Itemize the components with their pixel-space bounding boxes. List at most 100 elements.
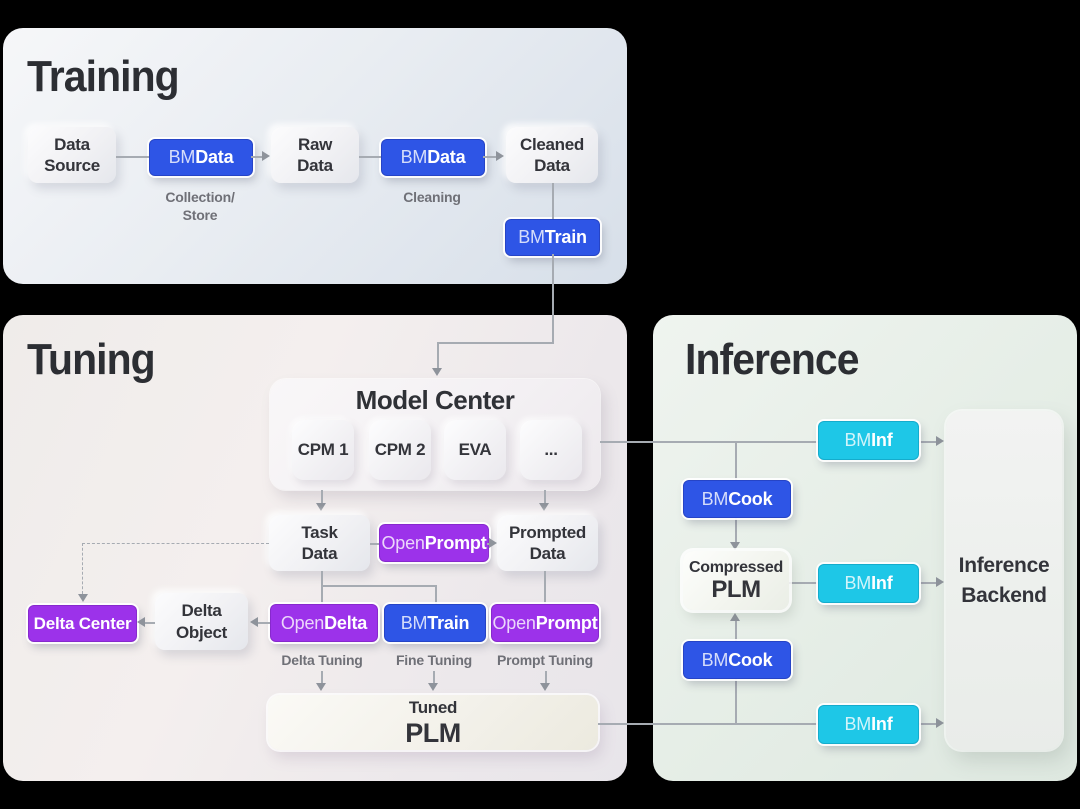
bmcook-top-suffix: Cook [728, 488, 773, 509]
connector-bmdata2-cleaned [483, 156, 496, 158]
inference-backend-node: Inference Backend [946, 411, 1062, 750]
openprompt-top-suffix: Prompt [424, 532, 487, 553]
connector-branch-bmtrain [435, 585, 437, 604]
connector-modelcenter-bminf [600, 441, 818, 443]
connector-bminf3-backend [917, 723, 936, 725]
bmtrain-2-prefix: BM [400, 612, 428, 633]
bminf-bottom-suffix: Inf [871, 714, 893, 734]
arrowhead-up-compressedplm [730, 613, 740, 621]
bmtrain-2-suffix: Train [427, 612, 470, 633]
connector-bmtrain-down [552, 254, 554, 343]
bmcook-bottom-suffix: Cook [728, 649, 773, 670]
arrowhead-bminf1-backend [936, 436, 944, 446]
bmcook-top-prefix: BM [701, 488, 729, 509]
connector-elbow-horizontal [437, 342, 554, 344]
bmtrain-1-prefix: BM [518, 227, 545, 247]
connector-rawdata-bmdata2 [359, 156, 381, 158]
connector-cleaned-bmtrain [552, 183, 554, 219]
arrowhead-to-prompteddata [489, 538, 497, 548]
arrowhead-to-taskdata [316, 503, 326, 511]
connector-opendelta-deltaobject [258, 622, 270, 624]
dashed-connector-vertical [82, 543, 83, 594]
bminf-top-prefix: BM [844, 430, 872, 450]
arrowhead-to-deltacenter-top [78, 594, 88, 602]
arrowhead-bminf2-backend [936, 577, 944, 587]
arrowhead-bminf3-backend [936, 718, 944, 728]
delta-tuning-label: Delta Tuning [281, 652, 363, 668]
connector-prompttuning-plm [545, 671, 547, 683]
compressed-plm-line1: Compressed [689, 558, 783, 576]
arrowhead-to-rawdata [262, 151, 270, 161]
bminf-top-suffix: Inf [871, 430, 893, 450]
fine-tuning-label: Fine Tuning [395, 652, 473, 668]
bminf-mid-prefix: BM [844, 573, 872, 593]
connector-tunedplm-bminf3 [598, 723, 818, 725]
connector-datasource-bmdata [116, 156, 149, 158]
bmdata-1-prefix: BM [168, 147, 196, 167]
arrowhead-to-deltaobject [250, 617, 258, 627]
bminf-bottom-prefix: BM [844, 714, 872, 734]
bmdata-2-suffix: Data [427, 147, 466, 167]
connector-line-bmcook1 [735, 441, 737, 480]
connector-taskdata-openprompt [370, 543, 379, 545]
prompted-data-node: Prompted Data [497, 515, 598, 571]
connector-bmdata-rawdata [251, 156, 264, 158]
arrowhead-to-cleaneddata [496, 151, 504, 161]
model-eva: EVA [444, 420, 506, 480]
opendelta-suffix: Delta [324, 612, 368, 633]
arrowhead-deltatuning [316, 683, 326, 691]
bmdata-1-suffix: Data [195, 147, 234, 167]
connector-bminf2-backend [917, 582, 936, 584]
connector-taskdata-opendelta [321, 571, 323, 604]
connector-bmcook2-compressed [735, 621, 737, 641]
task-data-node: Task Data [269, 515, 370, 571]
tuned-plm-line1: Tuned [408, 698, 458, 718]
cleaned-data-node: Cleaned Data [506, 127, 598, 183]
arrowhead-to-compressedplm [730, 542, 740, 550]
connector-prompted-openprompt2 [544, 571, 546, 604]
bminf-mid-suffix: Inf [871, 573, 893, 593]
connector-into-modelcenter [437, 342, 439, 368]
connector-bmcook1-compressed [735, 516, 737, 542]
data-source-node: Data Source [28, 127, 116, 183]
inference-title: Inference [685, 335, 860, 384]
connector-finetuning-plm [433, 671, 435, 683]
dashed-connector-horizontal [82, 543, 269, 544]
raw-data-node: Raw Data [271, 127, 359, 183]
arrowhead-to-modelcenter [432, 368, 442, 376]
model-cpm2: CPM 2 [369, 420, 431, 480]
tuned-plm-node: Tuned PLM [268, 695, 598, 750]
training-title: Training [27, 52, 180, 101]
model-more: ... [520, 420, 582, 480]
arrowhead-finetuning [428, 683, 438, 691]
compressed-plm-node: Compressed PLM [683, 551, 789, 610]
bmdata-2-prefix: BM [400, 147, 428, 167]
connector-mc-taskdata [321, 490, 323, 503]
connector-bminf1-backend [917, 441, 936, 443]
tuned-plm-line2: PLM [405, 717, 461, 748]
bmcook-bottom-prefix: BM [701, 649, 729, 670]
connector-deltaobject-deltacenter [145, 622, 155, 624]
arrowhead-prompttuning [540, 683, 550, 691]
openprompt-bottom-suffix: Prompt [535, 612, 598, 633]
connector-deltatuning-plm [321, 671, 323, 683]
prompt-tuning-label: Prompt Tuning [497, 652, 593, 668]
connector-taskdata-branch [321, 585, 435, 587]
connector-mc-prompteddata [544, 490, 546, 503]
compressed-plm-line2: PLM [711, 575, 761, 603]
model-center-title: Model Center [355, 385, 515, 415]
model-cpm1: CPM 1 [292, 420, 354, 480]
arrowhead-to-prompteddata-top [539, 503, 549, 511]
cleaning-label: Cleaning [403, 189, 461, 205]
